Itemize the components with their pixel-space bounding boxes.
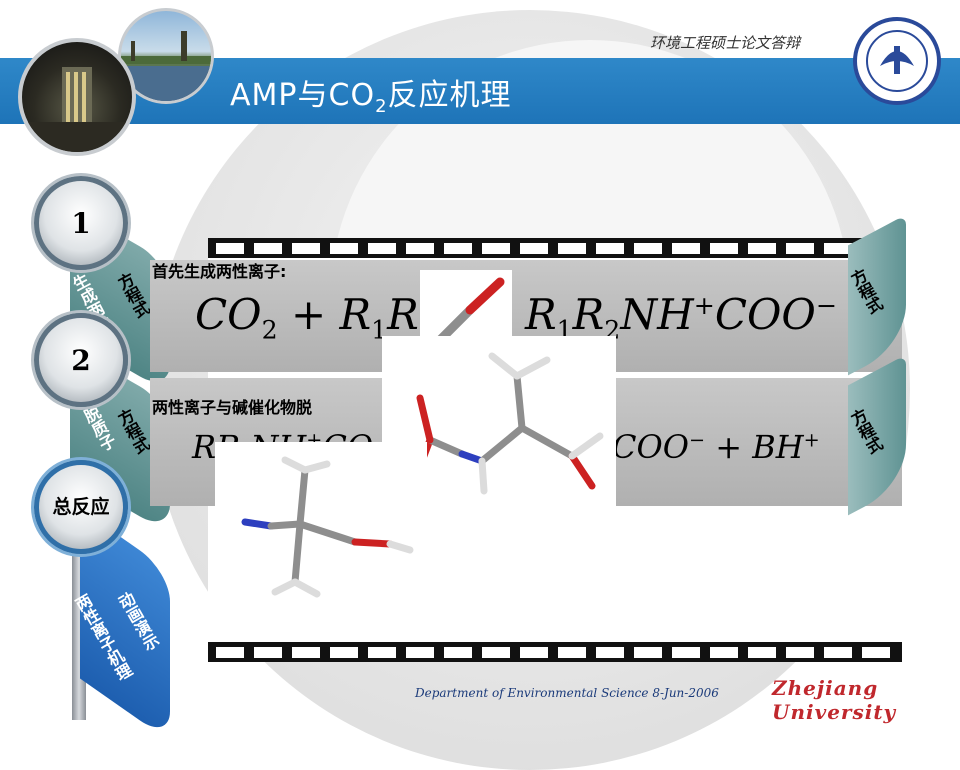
- equation-1-right: R1R2NH+COO−: [525, 290, 837, 345]
- amine-molecule-model: [215, 442, 427, 608]
- total-reaction-button[interactable]: 总反应: [34, 460, 128, 554]
- university-seal-logo: [853, 17, 941, 105]
- total-reaction-label: 总反应: [52, 496, 110, 518]
- page-title-subscript: 2: [375, 96, 388, 117]
- page-title-prefix: AMP与CO: [230, 78, 376, 113]
- step1-label: 1: [71, 206, 91, 240]
- step2-button[interactable]: 2: [34, 313, 128, 407]
- film-holes-top: [208, 238, 902, 258]
- step1-description: 首先生成两性离子:: [152, 262, 287, 281]
- footer-department: Department of Environmental Science 8-Ju…: [415, 686, 719, 700]
- brand-wordmark: Zhejiang University: [772, 676, 897, 724]
- campus-photo-night-building: [18, 38, 136, 156]
- step2-label: 2: [71, 343, 91, 377]
- step1-button[interactable]: 1: [34, 176, 128, 270]
- step2-description: 两性离子与碱催化物脱: [152, 398, 313, 417]
- equation-2-right: COO− + BH+: [612, 428, 820, 466]
- page-title: AMP与CO2反应机理: [230, 70, 512, 117]
- page-title-suffix: 反应机理: [387, 78, 512, 113]
- film-holes-bottom: [208, 642, 902, 662]
- thesis-caption: 环境工程硕士论文答辩: [650, 34, 801, 52]
